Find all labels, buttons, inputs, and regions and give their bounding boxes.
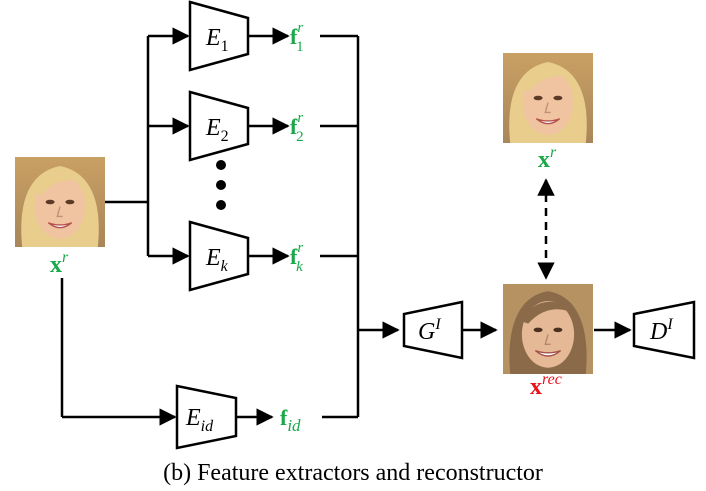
reconstructed-image-label: xrec bbox=[530, 371, 562, 400]
encoder-eid-label: Eid bbox=[185, 405, 214, 435]
ellipsis-dots bbox=[216, 160, 226, 210]
connections bbox=[60, 27, 632, 426]
encoder-e2-label: E2 bbox=[205, 115, 229, 145]
face-photo-icon bbox=[503, 53, 593, 143]
face-photo-icon bbox=[15, 157, 105, 247]
encoder-eid-block bbox=[175, 384, 238, 450]
face-photo-icon bbox=[503, 284, 593, 374]
feature-fid-label: fid bbox=[280, 405, 301, 435]
dot bbox=[216, 160, 226, 170]
figure-caption: (b) Feature extractors and reconstructor bbox=[163, 460, 543, 486]
dot bbox=[216, 200, 226, 210]
generator-block bbox=[402, 300, 464, 360]
target-image-label: xr bbox=[538, 144, 557, 173]
encoder-ek-block bbox=[188, 220, 250, 292]
generator-label: GI bbox=[418, 316, 441, 345]
input-face-image bbox=[15, 157, 105, 247]
discriminator-block bbox=[632, 300, 696, 360]
encoder-e1-block bbox=[188, 0, 250, 72]
input-image-label: xr bbox=[50, 249, 69, 278]
discriminator-label: DI bbox=[649, 316, 673, 345]
dot bbox=[216, 180, 226, 190]
encoder-e1-label: E1 bbox=[205, 25, 229, 55]
target-face-image bbox=[503, 53, 593, 143]
encoder-e2-block bbox=[188, 90, 250, 162]
encoder-ek-label: Ek bbox=[205, 245, 229, 275]
reconstructed-face-image bbox=[503, 284, 593, 374]
